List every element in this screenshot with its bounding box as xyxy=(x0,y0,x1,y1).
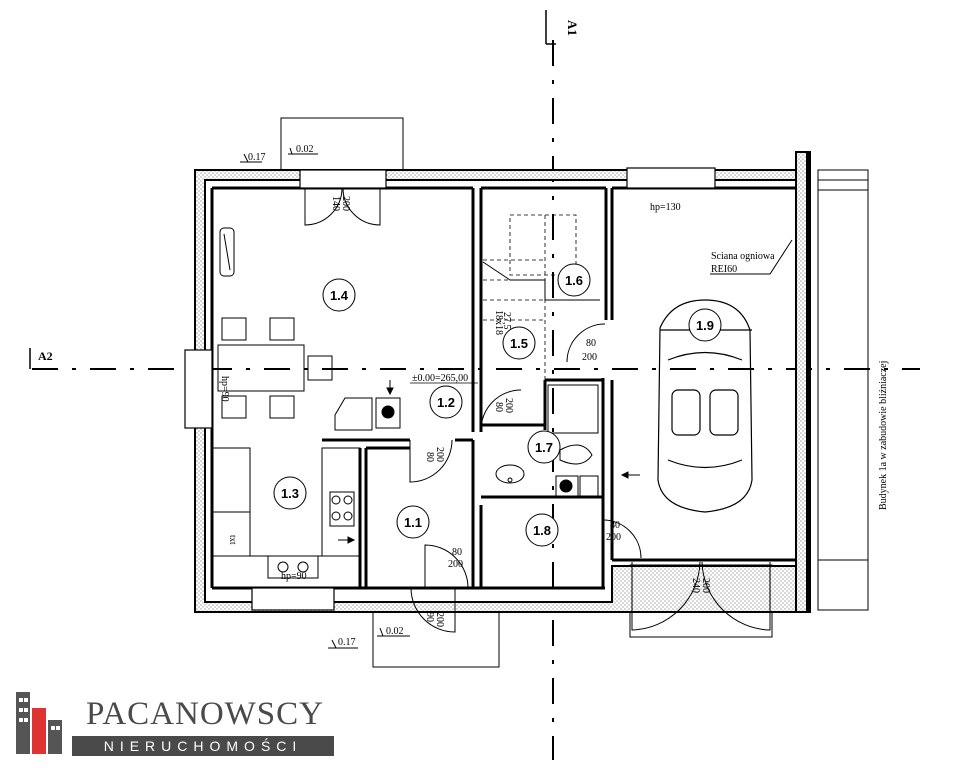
stairs-label: 18x18 xyxy=(493,310,504,335)
svg-text:90: 90 xyxy=(424,612,435,622)
svg-text:200: 200 xyxy=(503,398,514,413)
hp-west-label: hp=90 xyxy=(219,376,230,402)
room-labels: 1.1 1.2 1.3 1.4 1.5 1.6 1.7 1.8 1.9 xyxy=(273,263,722,547)
svg-text:200: 200 xyxy=(448,559,463,570)
interior-walls xyxy=(210,186,796,590)
svg-text:240: 240 xyxy=(690,578,701,593)
hp-garage-label: hp=130 xyxy=(650,202,681,213)
car xyxy=(657,299,753,513)
svg-text:80: 80 xyxy=(610,520,620,531)
room-1-5: 1.5 xyxy=(510,336,528,351)
section-mark-a2-label: A2 xyxy=(38,349,53,363)
neighbor-outline xyxy=(817,169,869,611)
svg-text:200: 200 xyxy=(582,352,597,363)
svg-text:200: 200 xyxy=(700,578,711,593)
svg-text:80: 80 xyxy=(586,338,596,349)
door-swings xyxy=(304,187,771,633)
section-mark-a1: A1 xyxy=(545,10,580,45)
level-markers xyxy=(240,147,410,649)
svg-text:140: 140 xyxy=(330,196,341,211)
dining-set xyxy=(217,317,333,419)
stair-outline xyxy=(482,261,600,301)
building-logo-icon xyxy=(16,692,62,754)
boiler-equipment xyxy=(334,397,401,431)
svg-text:200: 200 xyxy=(434,612,445,627)
svg-text:200: 200 xyxy=(434,447,445,462)
room-1-3: 1.3 xyxy=(281,486,299,501)
hp-kitchen-label: hp=90 xyxy=(281,571,307,582)
fire-wall-label-2: REI60 xyxy=(711,264,737,275)
section-mark-a1-label: A1 xyxy=(565,20,580,36)
kitchen-counter xyxy=(211,447,361,579)
neighbor-label: Budynek 1a w zabudowie bliźniaczej xyxy=(878,361,889,510)
stairs-label-2: 27,5 xyxy=(501,312,512,330)
level-top-terrace: 0.02 xyxy=(296,144,314,155)
level-top-ground: 0.17 xyxy=(248,152,266,163)
annotations: ±0.00=265,00 hp=130 hp=90 hp=90 Sciana o… xyxy=(219,202,889,582)
room-1-9: 1.9 xyxy=(696,318,714,333)
svg-text:80: 80 xyxy=(493,402,504,412)
svg-text:200: 200 xyxy=(340,196,351,211)
fireplace xyxy=(219,227,235,277)
section-mark-a2: A2 xyxy=(29,348,53,369)
logo-subtitle: NIERUCHOMOŚCI xyxy=(72,736,334,756)
fire-wall-leader xyxy=(710,239,793,275)
floor-level-label: ±0.00=265,00 xyxy=(412,373,468,384)
level-bottom-terrace: 0.02 xyxy=(386,626,404,637)
svg-text:80: 80 xyxy=(452,547,462,558)
room-1-4: 1.4 xyxy=(330,288,349,303)
room-1-6: 1.6 xyxy=(565,273,583,288)
room-1-2: 1.2 xyxy=(437,395,455,410)
logo-name: PACANOWSCY xyxy=(86,696,325,732)
kitchen-tag: txt xyxy=(228,535,238,545)
svg-text:200: 200 xyxy=(606,532,621,543)
company-logo: PACANOWSCY NIERUCHOMOŚCI xyxy=(14,686,334,762)
door-dimensions: 140 200 80 200 80 200 80 200 80 200 80 2… xyxy=(330,196,711,627)
bathroom-fixtures xyxy=(495,384,599,497)
room-1-1: 1.1 xyxy=(404,515,422,530)
entry-arrows xyxy=(338,380,640,544)
level-bottom-ground: 0.17 xyxy=(338,637,356,648)
windows xyxy=(184,167,716,611)
room-1-8: 1.8 xyxy=(533,523,551,538)
fire-wall-label-1: Sciana ogniowa xyxy=(711,251,775,262)
svg-text:80: 80 xyxy=(424,452,435,462)
room-1-7: 1.7 xyxy=(535,440,553,455)
